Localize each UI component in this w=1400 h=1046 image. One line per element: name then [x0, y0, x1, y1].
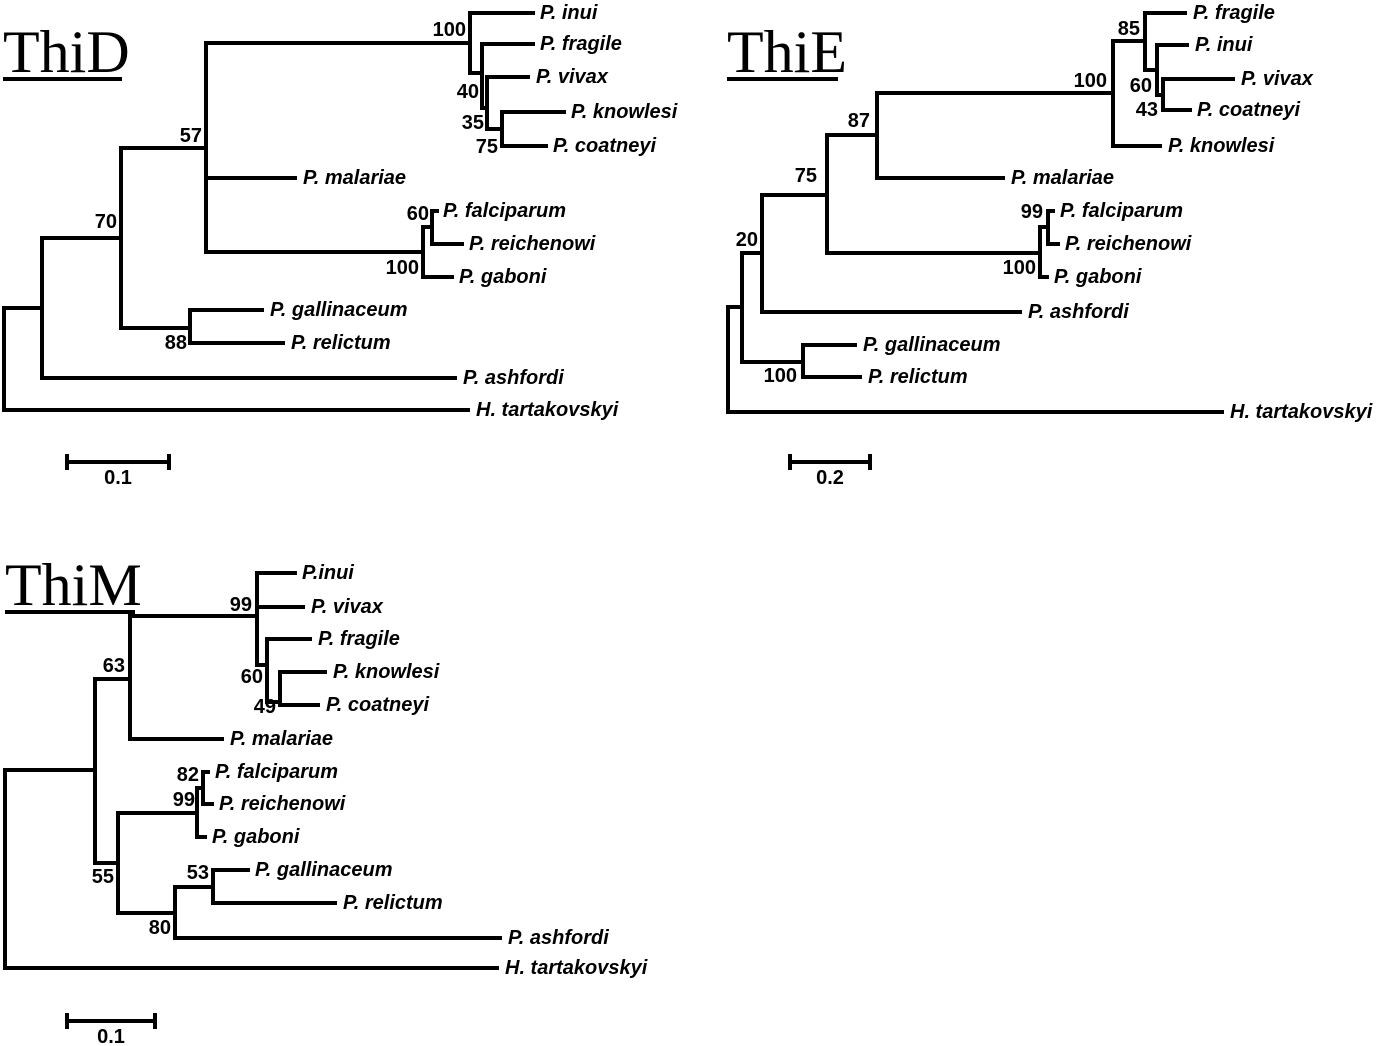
bootstrap-value: 100	[1003, 257, 1036, 279]
taxon-label: P. gaboni	[1054, 266, 1142, 288]
taxon-label: P. relictum	[291, 332, 391, 354]
taxon-label: P. reichenowi	[1065, 233, 1192, 255]
taxon-label: P. reichenowi	[469, 233, 596, 255]
bootstrap-value: 49	[254, 696, 276, 718]
taxon-label: P. falciparum	[1060, 200, 1183, 222]
taxon-label: P. malariae	[1011, 167, 1114, 189]
taxon-label: P. knowlesi	[571, 101, 678, 123]
taxon-label: P. vivax	[536, 66, 609, 88]
taxon-label: H. tartakovskyi	[1230, 401, 1373, 423]
bootstrap-value: 60	[241, 666, 263, 688]
taxon-label: P. malariae	[230, 728, 333, 750]
taxon-label: P. ashfordi	[463, 367, 564, 389]
taxon-label: P. knowlesi	[1168, 135, 1275, 157]
scale-bar-label: 0.2	[816, 467, 844, 489]
taxon-label: P. fragile	[318, 628, 400, 650]
taxon-label: P. gaboni	[459, 266, 547, 288]
taxon-label: P. inui	[1195, 34, 1253, 56]
taxon-label: P. relictum	[868, 366, 968, 388]
bootstrap-value: 40	[457, 81, 479, 103]
bootstrap-value: 100	[1074, 70, 1107, 92]
bootstrap-value: 99	[173, 789, 195, 811]
taxon-label: P. gaboni	[212, 826, 300, 848]
bootstrap-value: 100	[433, 19, 466, 41]
taxon-label: P. gallinaceum	[270, 299, 407, 321]
bootstrap-value: 100	[386, 257, 419, 279]
taxon-label: P. coatneyi	[553, 135, 656, 157]
taxon-label: P.inui	[302, 562, 354, 584]
bootstrap-value: 75	[795, 165, 817, 187]
tree-title-thim: ThiM	[5, 552, 142, 618]
bootstrap-value: 53	[187, 862, 209, 884]
scale-bar-thim: 0.1	[65, 1013, 157, 1046]
bootstrap-value: 35	[462, 112, 484, 134]
bootstrap-value: 75	[476, 136, 498, 158]
taxon-label: H. tartakovskyi	[505, 957, 648, 979]
bootstrap-value: 60	[1130, 75, 1152, 97]
bootstrap-value: 85	[1118, 18, 1140, 40]
bootstrap-value: 88	[165, 332, 187, 354]
taxon-label: P. falciparum	[443, 200, 566, 222]
bootstrap-value: 99	[1021, 201, 1043, 223]
taxon-label: P. relictum	[343, 892, 443, 914]
scale-bar-label: 0.1	[104, 467, 132, 489]
bootstrap-value: 70	[95, 211, 117, 233]
taxon-label: P. knowlesi	[333, 661, 440, 683]
tree-title-thie: ThiE	[727, 19, 847, 85]
taxon-label: P. ashfordi	[508, 927, 609, 949]
taxon-label: P. coatneyi	[1197, 99, 1300, 121]
taxon-label: H. tartakovskyi	[476, 399, 619, 421]
scale-bar-thid: 0.1	[65, 454, 171, 489]
bootstrap-value: 43	[1136, 99, 1158, 121]
bootstrap-value: 99	[230, 594, 252, 616]
tree-thim: ThiM 99 63 60 49 55 82 99 80 53 P.inui P. vivax P. f…	[3, 552, 648, 1046]
taxon-label: P. vivax	[1241, 68, 1314, 90]
tree-title-thid: ThiD	[3, 19, 130, 85]
bootstrap-value: 20	[736, 229, 758, 251]
taxon-label: P. fragile	[540, 33, 622, 55]
taxon-label: P. gallinaceum	[255, 859, 392, 881]
bootstrap-value: 63	[103, 655, 125, 677]
bootstrap-value: 100	[764, 365, 797, 387]
taxon-label: P. gallinaceum	[863, 334, 1000, 356]
scale-bar-label: 0.1	[97, 1026, 125, 1046]
bootstrap-value: 57	[180, 125, 202, 147]
bootstrap-value: 80	[149, 917, 171, 939]
taxon-label: P. ashfordi	[1028, 301, 1129, 323]
taxon-label: P. reichenowi	[219, 793, 346, 815]
taxon-label: P. fragile	[1193, 2, 1275, 24]
taxon-label: P. falciparum	[215, 761, 338, 783]
bootstrap-value: 55	[92, 866, 114, 888]
taxon-label: P. vivax	[311, 596, 384, 618]
bootstrap-value: 60	[407, 203, 429, 225]
taxon-label: P. coatneyi	[326, 694, 429, 716]
bootstrap-value: 82	[177, 764, 199, 786]
taxon-label: P. malariae	[303, 167, 406, 189]
taxon-label: P. inui	[540, 2, 598, 24]
bootstrap-value: 87	[848, 110, 870, 132]
scale-bar-thie: 0.2	[788, 454, 872, 489]
